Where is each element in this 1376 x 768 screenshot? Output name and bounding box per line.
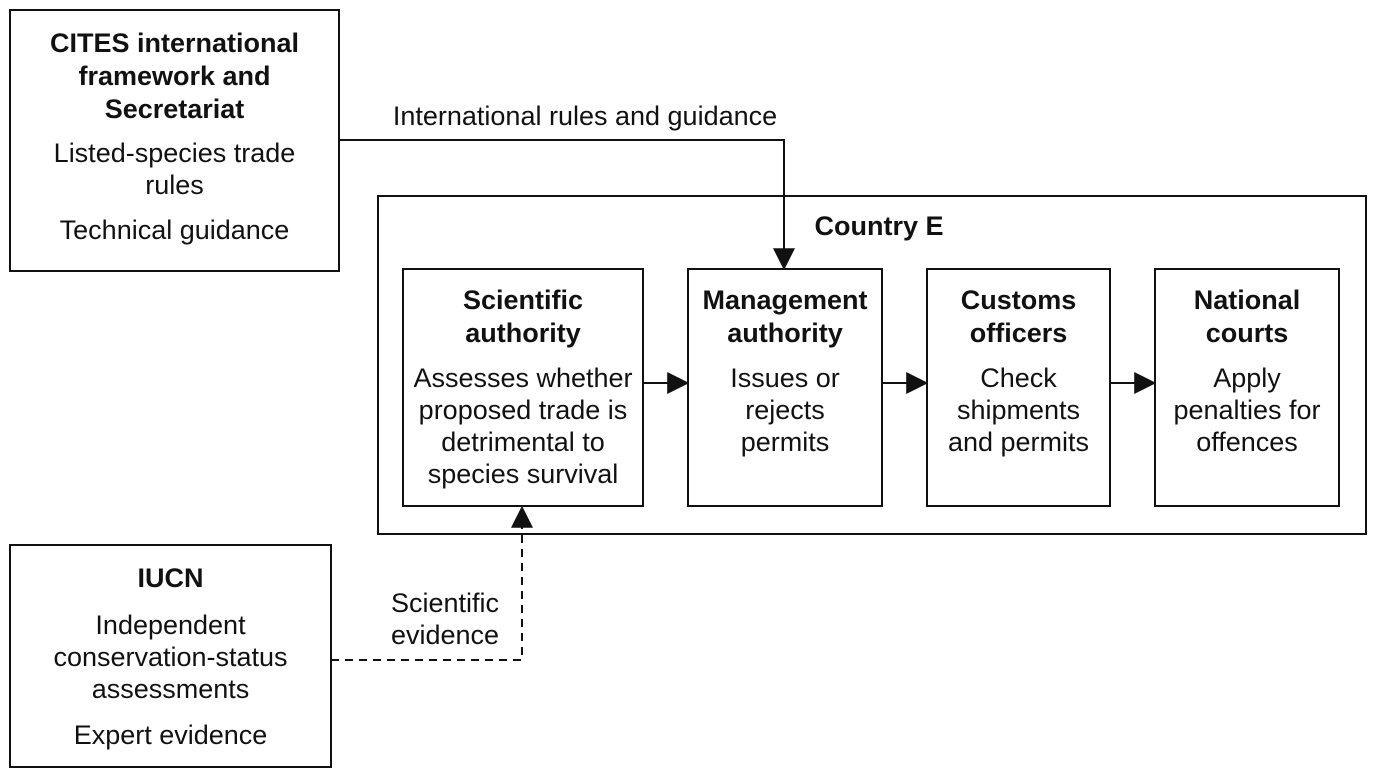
iucn-title: IUCN (137, 563, 204, 593)
cites-box: CITES international framework and Secret… (9, 9, 340, 272)
management-authority-title: Management authority (702, 285, 868, 348)
scientific-authority-title: Scientific authority (462, 285, 584, 348)
country-e-container: Country E (377, 195, 1367, 535)
customs-officers-desc: Check shipments and permits (947, 363, 1090, 457)
international-guidance-label: International rules and guidance (392, 101, 778, 131)
scientific-evidence-arrow (331, 505, 533, 661)
international-guidance-arrow (339, 139, 795, 271)
customs-officers-title: Customs officers (960, 285, 1077, 348)
customs-officers-box: Customs officers Check shipments and per… (926, 268, 1111, 507)
management-authority-desc: Issues or rejects permits (730, 363, 840, 457)
scientific-authority-desc: Assesses whether proposed trade is detri… (413, 363, 633, 489)
cites-trade-rules: Listed-species trade rules (53, 138, 296, 200)
national-courts-title: National courts (1193, 285, 1301, 348)
scientific-evidence-label: Scientific evidence (390, 588, 500, 650)
iucn-box: IUCN Independent conservation-status ass… (9, 544, 332, 768)
iucn-assessments: Independent conservation-status assessme… (53, 610, 288, 704)
national-courts-box: National courts Apply penalties for offe… (1154, 268, 1340, 507)
management-authority-box: Management authority Issues or rejects p… (687, 268, 883, 507)
cites-technical-guidance: Technical guidance (59, 215, 290, 245)
cites-title: CITES international framework and Secret… (49, 28, 300, 124)
national-courts-desc: Apply penalties for offences (1173, 363, 1321, 457)
country-e-title: Country E (814, 211, 944, 241)
iucn-expert-evidence: Expert evidence (73, 720, 268, 750)
scientific-authority-box: Scientific authority Assesses whether pr… (402, 268, 644, 507)
